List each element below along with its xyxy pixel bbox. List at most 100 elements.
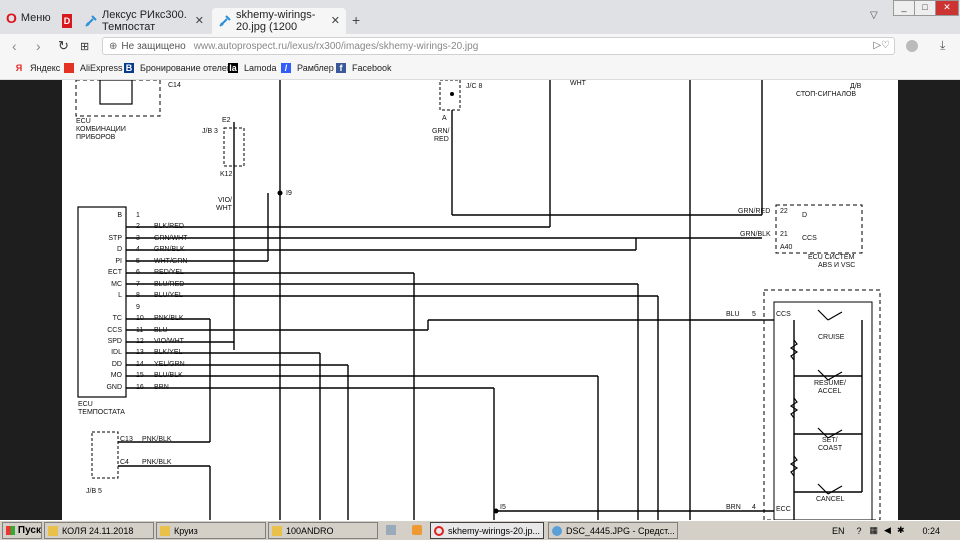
switch-pin4-label: 4 bbox=[752, 504, 756, 511]
ecu-combo-label-2: КОМБИНАЦИИ bbox=[76, 126, 126, 133]
taskbar-item-kolya[interactable]: КОЛЯ 24.11.2018 bbox=[44, 522, 154, 539]
new-tab-button[interactable]: + bbox=[352, 12, 361, 28]
help-icon[interactable]: ? bbox=[856, 525, 862, 536]
grn-red-label-2: RED bbox=[434, 136, 449, 143]
pin-number: 1 bbox=[136, 212, 140, 219]
address-bar-row: ‹ › ↻ ⊞ ⊕ Не защищено www.autoprospect.r… bbox=[0, 34, 960, 58]
switch-ccs-label: CCS bbox=[776, 311, 791, 318]
e2-label: E2 bbox=[222, 117, 231, 124]
wiring-diagram: C14 ECU КОМБИНАЦИИ ПРИБОРОВ E2 J/B 3 K12… bbox=[62, 80, 898, 520]
tab-lexus[interactable]: Лексус РИкс300. Темпостат ✕ bbox=[78, 8, 210, 34]
pin-number: 4 bbox=[136, 246, 140, 253]
tray-app-icon[interactable]: ✱ bbox=[896, 525, 905, 535]
start-button[interactable]: Пуск bbox=[2, 522, 42, 539]
bookmark-label: Бронирование отелей bbox=[140, 63, 232, 73]
abs-grn-red-label: GRN/RED bbox=[738, 208, 771, 215]
close-tab-icon[interactable]: ✕ bbox=[194, 15, 204, 27]
folder-icon bbox=[48, 525, 58, 536]
abs-a40-label: A40 bbox=[780, 244, 793, 251]
facebook-icon: f bbox=[336, 63, 346, 73]
pin-name: IDL bbox=[111, 349, 122, 356]
db-label: Д/В bbox=[850, 83, 862, 90]
pin-number: 6 bbox=[136, 269, 140, 276]
quicklaunch-icon[interactable] bbox=[386, 525, 396, 535]
opera-menu-button[interactable]: O Меню bbox=[6, 10, 51, 26]
i5-label: I5 bbox=[500, 504, 506, 511]
taskbar-item-kruiz[interactable]: Круиз bbox=[156, 522, 266, 539]
security-label: Не защищено bbox=[121, 40, 186, 52]
set-label-2: COAST bbox=[818, 445, 843, 452]
taskbar-item-label: 100ANDRO bbox=[286, 525, 334, 536]
tab-menu-icon[interactable]: ▽ bbox=[870, 10, 878, 21]
back-button[interactable]: ‹ bbox=[12, 38, 17, 54]
send-heart-icons[interactable]: ▷♡ bbox=[873, 40, 890, 51]
download-icon[interactable]: ⤓ bbox=[940, 38, 946, 52]
taskbar-item-opera[interactable]: skhemy-wirings-20.jp... bbox=[430, 522, 544, 539]
ecu-tempostat-title-1: ECU bbox=[78, 401, 93, 408]
media-player-icon[interactable] bbox=[412, 525, 422, 535]
windows-taskbar: Пуск КОЛЯ 24.11.2018 Круиз 100ANDRO skhe… bbox=[0, 520, 960, 540]
bookmark-rambler[interactable]: / Рамблер bbox=[281, 63, 334, 73]
pin-name: MC bbox=[111, 281, 122, 288]
bookmark-yandex[interactable]: Я Яндекс bbox=[14, 63, 61, 73]
browser-tab-bar: O Меню D Лексус РИкс300. Темпостат ✕ skh… bbox=[0, 0, 960, 34]
volume-icon[interactable]: ◀ bbox=[884, 525, 891, 535]
pin-number: 13 bbox=[136, 349, 144, 356]
pin-name: MO bbox=[110, 372, 122, 379]
pin-name: ECT bbox=[108, 269, 122, 276]
pin-number: 11 bbox=[136, 327, 144, 334]
url-field[interactable]: ⊕ Не защищено www.autoprospect.ru/lexus/… bbox=[102, 37, 895, 55]
pinned-tab[interactable]: D bbox=[56, 8, 76, 34]
pinned-site-icon: D bbox=[62, 14, 72, 28]
pin-wire-color: YEL/GRN bbox=[154, 361, 185, 368]
pin-wire-color: VIO/WHT bbox=[154, 338, 184, 345]
bookmarks-bar: Я Яндекс AliExpress B Бронирование отеле… bbox=[0, 58, 960, 80]
abs-title-1: ECU СИСТЕМ bbox=[808, 254, 855, 261]
taskbar-item-100andro[interactable]: 100ANDRO bbox=[268, 522, 378, 539]
start-label: Пуск bbox=[17, 525, 41, 536]
abs-pin22-label: 22 bbox=[780, 208, 788, 215]
speed-dial-icon[interactable]: ⊞ bbox=[80, 41, 90, 53]
vpn-icon[interactable] bbox=[906, 40, 918, 52]
reload-button[interactable]: ↻ bbox=[58, 38, 69, 53]
tab-skhemy[interactable]: skhemy-wirings-20.jpg (1200 ✕ bbox=[212, 8, 346, 34]
jc8-label: J/C 8 bbox=[466, 83, 483, 90]
i9-label: I9 bbox=[286, 190, 292, 197]
language-indicator[interactable]: EN bbox=[832, 525, 845, 536]
pin-number: 14 bbox=[136, 361, 144, 368]
image-viewport[interactable]: C14 ECU КОМБИНАЦИИ ПРИБОРОВ E2 J/B 3 K12… bbox=[0, 80, 960, 520]
abs-pind-label: D bbox=[802, 212, 808, 219]
taskbar-item-label: КОЛЯ 24.11.2018 bbox=[62, 525, 134, 536]
tab-label: Лексус РИкс300. Темпостат bbox=[102, 9, 187, 33]
taskbar-item-dsc[interactable]: DSC_4445.JPG - Средст... bbox=[548, 522, 678, 539]
pin-wire-color: PNK/BLK bbox=[154, 315, 184, 322]
minimize-button[interactable]: _ bbox=[893, 0, 915, 16]
opera-logo-icon: O bbox=[6, 10, 17, 26]
bookmark-facebook[interactable]: f Facebook bbox=[336, 63, 392, 73]
pin-name: D bbox=[116, 246, 122, 253]
bookmark-booking[interactable]: B Бронирование отелей bbox=[124, 63, 232, 73]
pin-wire-color: WHT/GRN bbox=[154, 258, 188, 265]
network-icon[interactable]: ▦ bbox=[869, 525, 879, 535]
close-window-button[interactable]: ✕ bbox=[935, 0, 959, 16]
bookmark-label: Рамблер bbox=[297, 63, 334, 73]
vio-wht-label-2: WHT bbox=[216, 205, 232, 212]
pin-wire-color: GRN/BLK bbox=[154, 246, 185, 253]
cancel-label: CANCEL bbox=[816, 496, 845, 503]
close-tab-icon[interactable]: ✕ bbox=[330, 15, 340, 27]
maximize-button[interactable]: □ bbox=[914, 0, 936, 16]
folder-icon bbox=[272, 525, 282, 536]
bookmark-label: AliExpress bbox=[80, 63, 123, 73]
pin-number: 16 bbox=[136, 384, 144, 391]
pin-wire-color: GRN/WHT bbox=[154, 235, 188, 242]
forward-button[interactable]: › bbox=[36, 38, 41, 54]
pin-number: 12 bbox=[136, 338, 144, 345]
bookmark-aliexpress[interactable]: AliExpress bbox=[64, 63, 123, 73]
pin-wire-color: BLU/YEL bbox=[154, 292, 183, 299]
paint-icon bbox=[552, 525, 562, 536]
cruise-label: CRUISE bbox=[818, 334, 845, 341]
aliexpress-icon bbox=[64, 63, 74, 73]
windows-logo-icon bbox=[6, 526, 15, 535]
taskbar-item-label: Круиз bbox=[174, 525, 198, 536]
bookmark-lamoda[interactable]: la Lamoda bbox=[228, 63, 277, 73]
